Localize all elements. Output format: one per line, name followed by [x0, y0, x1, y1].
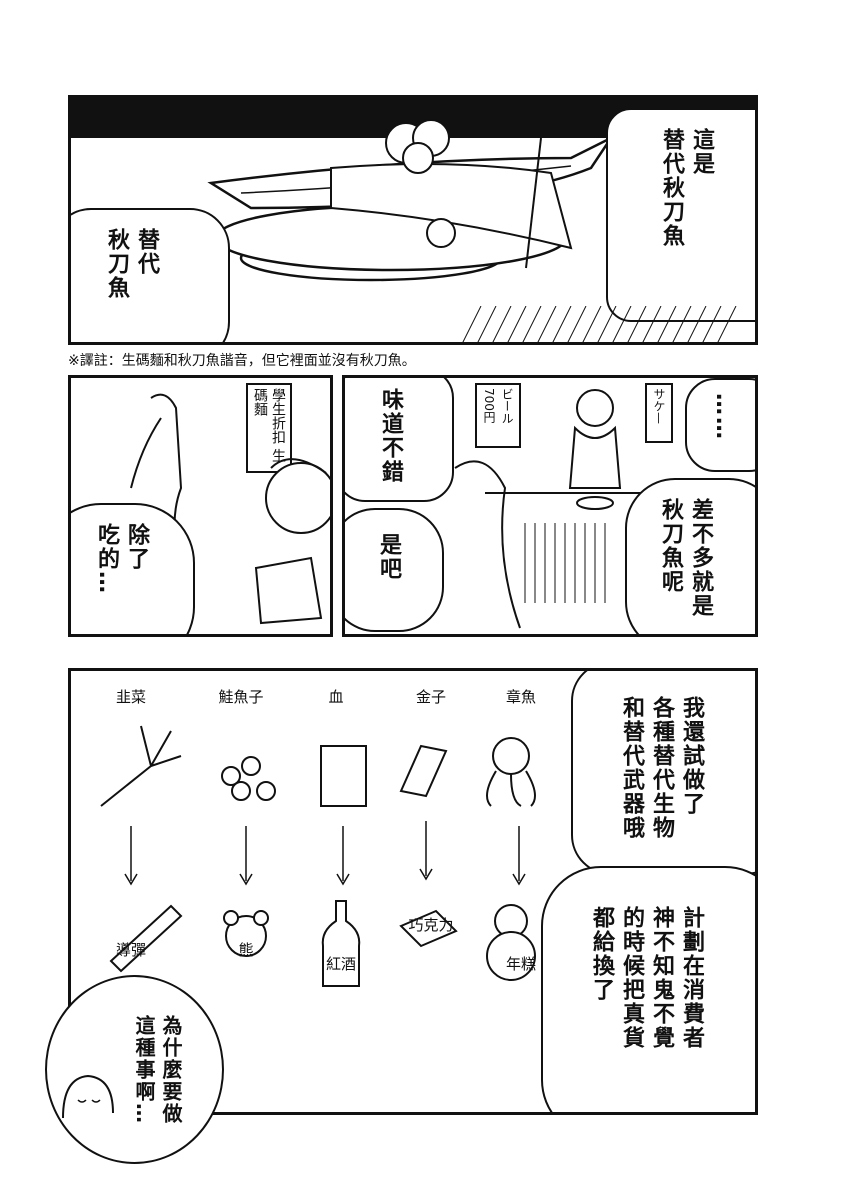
bar-scene-illustration	[454, 389, 755, 629]
fish-dish-illustration	[207, 134, 615, 282]
speech-bubble-1	[345, 378, 454, 502]
bubble-bottom-text: 為什麼要做 這種事啊…	[132, 1015, 183, 1125]
item-3-to: 紅酒	[325, 955, 356, 973]
panel-3: ビール 700円 サケ— 味道不錯 是吧 …… 差不多就是 秋刀魚呢	[342, 375, 758, 637]
translator-note: ※譯註：生碼麵和秋刀魚諧音，但它裡面並沒有秋刀魚。	[68, 353, 416, 369]
steam-cloud	[385, 119, 450, 174]
item-4-from: 金子	[415, 688, 446, 706]
small-character-face	[62, 1074, 114, 1119]
bubble-text-4: 差不多就是 秋刀魚呢	[658, 498, 713, 618]
caption-left: 替代 秋刀魚	[104, 228, 159, 300]
panel-2: 學生折扣 生碼麵 除了 吃的…	[68, 375, 333, 637]
speech-bubble-mid	[541, 866, 755, 1112]
speech-bubble-4	[625, 478, 755, 634]
bubble-text-1: 味道不錯	[378, 388, 403, 484]
hatch-lines	[462, 306, 737, 342]
item-2-from: 鮭魚子	[218, 688, 264, 706]
transformation-illustrations	[100, 725, 536, 987]
bubble-text-3: ……	[711, 393, 736, 441]
speech-bubble-right	[606, 108, 755, 322]
speech-bubble-bottom	[45, 975, 224, 1164]
item-1-to: 導彈	[115, 941, 146, 959]
bubble-text-2: 是吧	[376, 533, 401, 581]
speech-bubble-3	[685, 378, 755, 472]
speech-bubble-2	[345, 508, 444, 632]
bubble-text: 除了 吃的…	[94, 523, 149, 595]
characters-illustration	[130, 393, 330, 625]
item-2-to: 熊	[238, 941, 254, 959]
menu-sign: 學生折扣 生碼麵	[246, 383, 292, 473]
panel-1: 這是 替代秋刀魚 替代 秋刀魚	[68, 95, 758, 345]
panel-4: 韭菜 鮭魚子 血 金子 章魚	[68, 668, 758, 1115]
item-5-from: 章魚	[505, 688, 536, 706]
speech-bubble	[71, 503, 195, 634]
bubble-top-text: 我還試做了 各種替代生物 和替代武器哦	[619, 696, 704, 840]
speech-bubble-left	[71, 208, 230, 342]
bubble-mid-text: 計劃在消費者 神不知鬼不覺 的時候把真貨 都給換了	[589, 906, 704, 1050]
item-3-from: 血	[328, 688, 344, 706]
item-4-to: 巧克力	[408, 916, 454, 934]
item-1-from: 韭菜	[115, 688, 146, 706]
sake-sign: サケ—	[645, 383, 673, 443]
beer-sign: ビール 700円	[475, 383, 521, 448]
item-5-to: 年糕	[505, 955, 536, 973]
caption-right: 這是 替代秋刀魚	[659, 128, 714, 248]
speech-bubble-top	[571, 671, 755, 875]
